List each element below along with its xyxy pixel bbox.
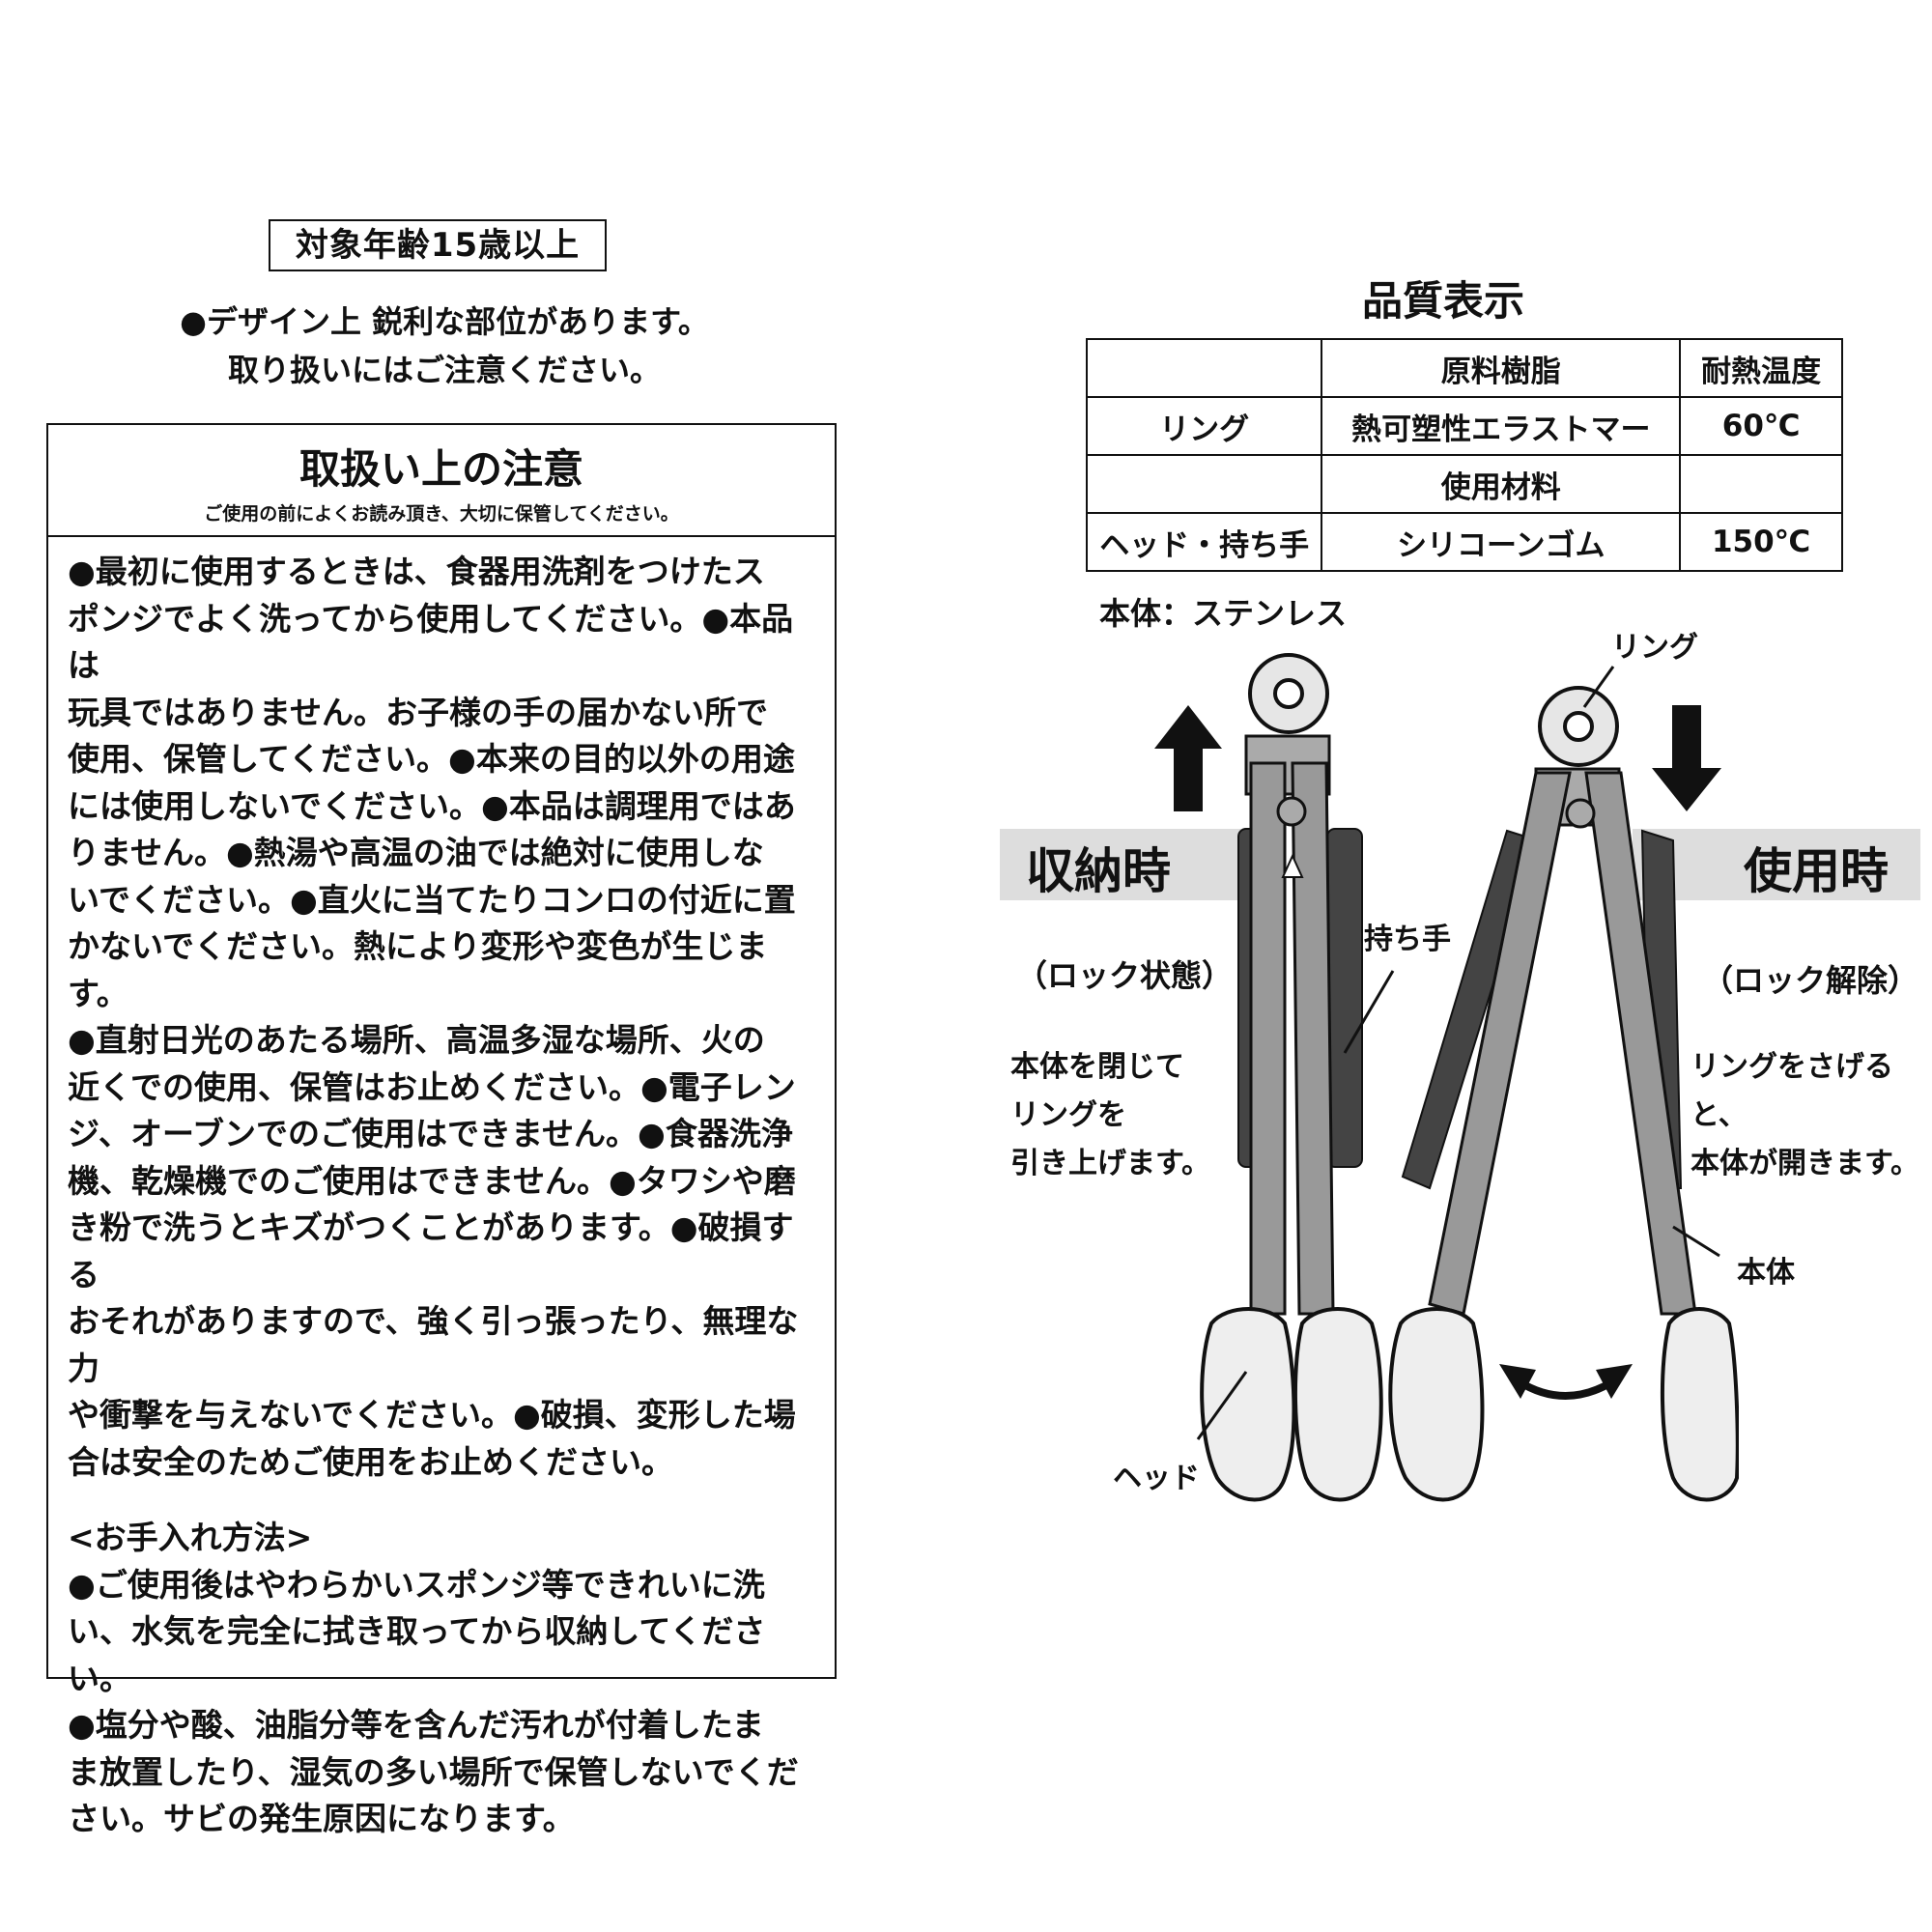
care-line: ●ご使用後はやわらかいスポンジ等できれいに洗 [68, 1565, 765, 1604]
caution-line: いでください。●直火に当てたりコンロの付近に置 [68, 880, 796, 919]
open-close-arrow [1516, 1378, 1616, 1400]
caution-line: には使用しないでください。●本品は調理用ではあ [68, 786, 796, 825]
use-state: （ロック解除） [1702, 962, 1919, 999]
table-cell: シリコーンゴム [1321, 512, 1682, 572]
care-line: い、水気を完全に拭き取ってから収納してください。 [68, 1612, 766, 1697]
table-row: 原料樹脂 耐熱温度 [1085, 338, 1843, 398]
stored-description: 本体を閉じて リングを 引き上げます。 [1010, 1043, 1210, 1188]
caution-line: ●最初に使用するときは、食器用洗剤をつけたス [68, 553, 765, 590]
use-band [1633, 829, 1920, 900]
stored-state: （ロック状態） [1016, 957, 1234, 994]
caution-line: ポンジでよく洗ってから使用してください。●本品は [68, 599, 794, 685]
caution-line: おそれがありますので、強く引っ張ったり、無理な力 [68, 1302, 799, 1387]
handle-callout-line [1343, 970, 1395, 1054]
table-row: ヘッド・持ち手 シリコーンゴム 150℃ [1085, 512, 1843, 572]
caution-line: や衝撃を与えないでください。●破損、変形した場 [68, 1396, 796, 1434]
caution-line: 近くでの使用、保管はお止めください。●電子レン [68, 1067, 796, 1106]
body-callout-line [1672, 1225, 1720, 1258]
table-cell: 使用材料 [1321, 454, 1682, 514]
caution-line: 合は安全のためご使用をお止めください。 [68, 1442, 673, 1481]
table-cell [1085, 338, 1323, 398]
quality-table: 原料樹脂 耐熱温度 リング 熱可塑性エラストマー 60℃ 使用材料 ヘッド・持ち… [1085, 338, 1843, 572]
warning-line-2: 取り扱いにはご注意ください。 [227, 352, 661, 388]
head-label: ヘッド [1113, 1462, 1200, 1495]
use-label: 使用時 [1744, 843, 1889, 899]
sharp-warning: ●デザイン上 鋭利な部位があります。 取り扱いにはご注意ください。 [145, 298, 744, 394]
caution-line: かないでください。熱により変形や変色が生じます。 [68, 927, 768, 1012]
care-line: ●塩分や酸、油脂分等を含んだ汚れが付着したま [68, 1706, 764, 1744]
table-cell: ヘッド・持ち手 [1085, 512, 1323, 572]
care-title: <お手入れ方法> [68, 1519, 313, 1556]
care-section: <お手入れ方法> ●ご使用後はやわらかいスポンジ等できれいに洗 い、水気を完全に… [68, 1515, 815, 1843]
caution-subtitle: ご使用の前によくお読み頂き、大切に保管してください。 [204, 503, 679, 525]
caution-box: 取扱い上の注意 ご使用の前によくお読み頂き、大切に保管してください。 ●最初に使… [46, 423, 837, 1837]
caution-line: 玩具ではありません。お子様の手の届かない所で [68, 693, 769, 731]
stored-label: 収納時 [1026, 843, 1171, 899]
table-cell: 原料樹脂 [1321, 338, 1682, 398]
body-material: 本体：ステンレス [1099, 595, 1348, 632]
stored-desc-line: 本体を閉じて [1010, 1050, 1184, 1084]
table-cell: 60℃ [1679, 396, 1843, 456]
warning-line-1: ●デザイン上 鋭利な部位があります。 [180, 303, 709, 340]
stored-tongs [1200, 653, 1383, 1502]
caution-line: 機、乾燥機でのご使用はできません。●タワシや磨 [68, 1161, 796, 1200]
table-cell: 熱可塑性エラストマー [1321, 396, 1682, 456]
table-cell [1085, 454, 1323, 514]
stored-band [1000, 829, 1241, 900]
care-line: さい。サビの発生原因になります。 [68, 1800, 575, 1837]
table-row: リング 熱可塑性エラストマー 60℃ [1085, 396, 1843, 456]
care-line: ま放置したり、湿気の多い場所で保管しないでくだ [68, 1752, 799, 1791]
caution-body: ●最初に使用するときは、食器用洗剤をつけたス ポンジでよく洗ってから使用してくだ… [48, 537, 835, 1843]
body-label: 本体 [1737, 1256, 1795, 1290]
caution-line: 使用、保管してください。●本来の目的以外の用途 [68, 740, 795, 778]
age-notice: 対象年齢15歳以上 [269, 219, 607, 271]
down-arrow-icon [1652, 705, 1721, 811]
table-row: 使用材料 [1085, 454, 1843, 514]
ring-callout-line [1582, 666, 1615, 708]
handle-label: 持ち手 [1364, 923, 1451, 956]
table-cell: 耐熱温度 [1679, 338, 1843, 398]
table-cell: 150℃ [1679, 512, 1843, 572]
use-desc-line: リングをさげると、 [1690, 1050, 1893, 1132]
ring-label: リング [1611, 631, 1698, 665]
caution-line: き粉で洗うとキズがつくことがあります。●破損する [68, 1208, 794, 1293]
caution-line: ジ、オーブンでのご使用はできません。●食器洗浄 [68, 1115, 793, 1152]
table-cell [1679, 454, 1843, 514]
stored-desc-line: 引き上げます。 [1010, 1147, 1210, 1180]
use-desc-line: 本体が開きます。 [1690, 1147, 1919, 1180]
caution-title: 取扱い上の注意 [298, 445, 583, 493]
stored-desc-line: リングを [1010, 1098, 1126, 1132]
head-callout-line [1196, 1371, 1248, 1440]
use-tongs [1388, 686, 1739, 1502]
quality-title: 品質表示 [1362, 277, 1525, 325]
tongs-illustration [1196, 653, 1739, 1502]
use-description: リングをさげると、 本体が開きます。 [1690, 1043, 1932, 1188]
up-arrow-icon [1154, 705, 1222, 811]
caution-line: りません。●熱湯や高温の油では絶対に使用しな [68, 834, 764, 871]
table-cell: リング [1085, 396, 1323, 456]
caution-line: ●直射日光のあたる場所、高温多湿な場所、火の [68, 1021, 765, 1059]
caution-header: 取扱い上の注意 ご使用の前によくお読み頂き、大切に保管してください。 [48, 425, 835, 537]
